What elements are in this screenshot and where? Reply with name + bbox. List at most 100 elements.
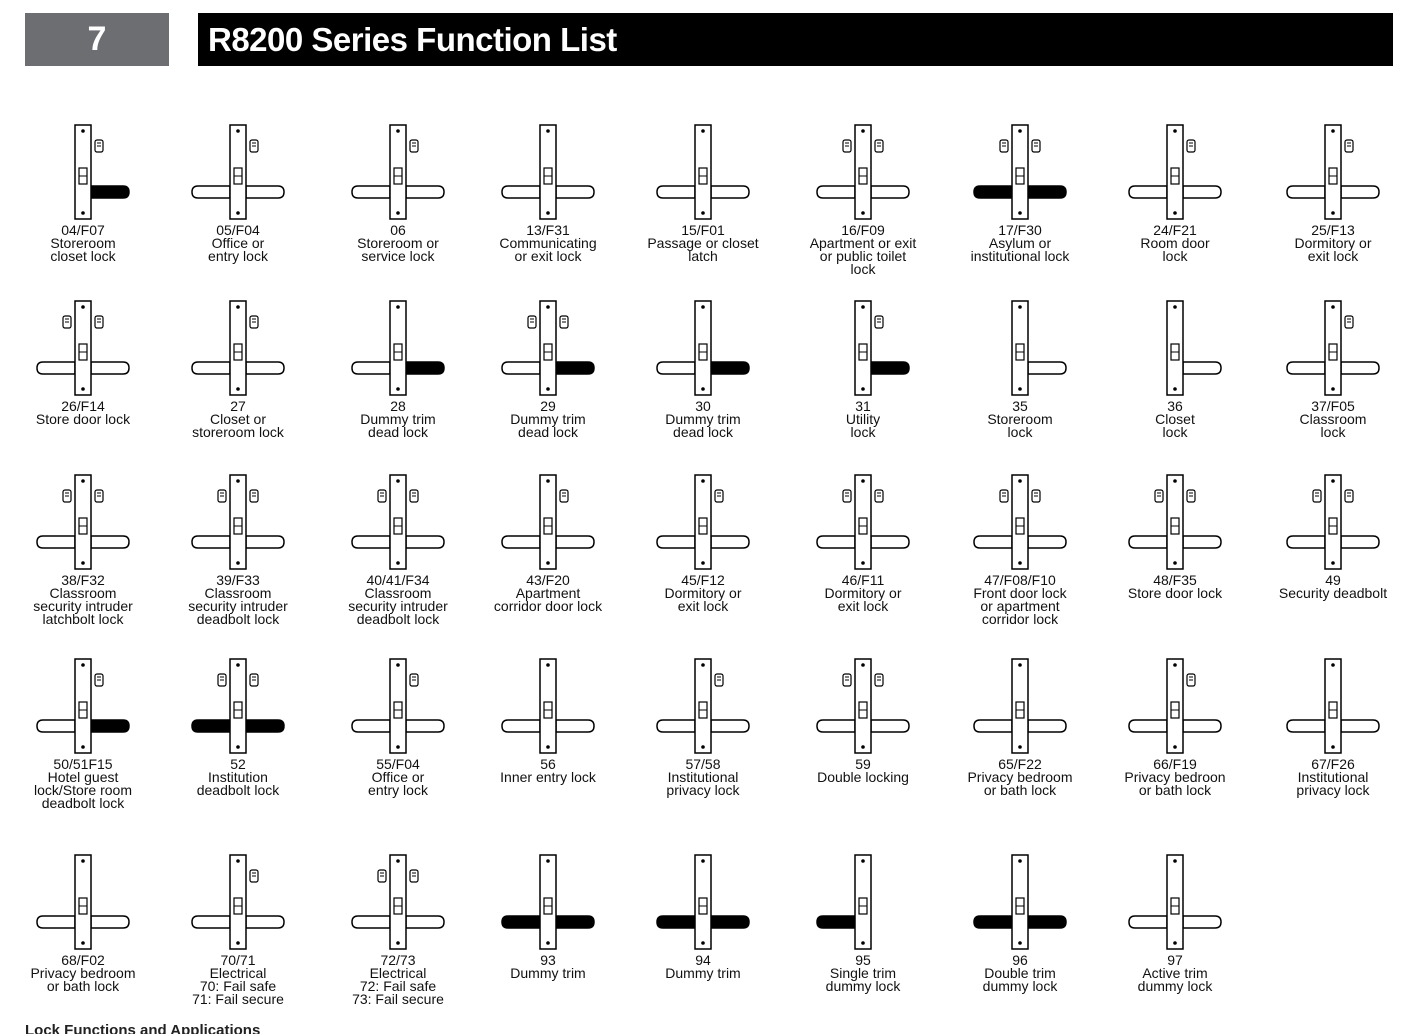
lock-diagram-icon — [973, 854, 1067, 950]
lever-left-icon — [1286, 185, 1326, 199]
lever-left-icon — [501, 535, 541, 549]
function-description: Classroom security intruder latchbolt lo… — [33, 585, 133, 627]
function-description: Institution deadbolt lock — [196, 769, 280, 798]
lever-left-icon — [36, 719, 76, 733]
function-code: 24/F21 — [1153, 224, 1197, 238]
lever-right-icon — [555, 719, 595, 733]
function-code: 52 — [230, 758, 246, 772]
lock-diagram-icon — [816, 658, 910, 754]
page-title: R8200 Series Function List — [198, 13, 1393, 66]
function-description: Institutional privacy lock — [666, 769, 740, 798]
lever-right-icon — [245, 185, 285, 199]
lever-left-icon — [973, 185, 1013, 199]
lever-left-icon — [36, 915, 76, 929]
function-code: 26/F14 — [61, 400, 105, 414]
lock-diagram-icon — [816, 854, 872, 950]
function-code: 38/F32 — [61, 574, 105, 588]
function-code: 68/F02 — [61, 954, 105, 968]
lever-right-icon — [710, 361, 750, 375]
function-description: Double locking — [817, 769, 909, 785]
lever-left-icon — [656, 535, 696, 549]
lever-left-icon — [973, 535, 1013, 549]
function-code: 97 — [1167, 954, 1183, 968]
function-description: Institutional privacy lock — [1296, 769, 1370, 798]
lock-diagram-icon — [1166, 300, 1222, 396]
lever-left-icon — [973, 719, 1013, 733]
lever-left-icon — [191, 915, 231, 929]
function-code: 93 — [540, 954, 556, 968]
function-description: Room door lock — [1140, 235, 1210, 264]
lock-diagram-icon — [36, 658, 130, 754]
function-code: 43/F20 — [526, 574, 570, 588]
function-description: Utility lock — [845, 411, 881, 440]
lever-right-icon — [1182, 915, 1222, 929]
lever-right-icon — [555, 185, 595, 199]
lever-right-icon — [1182, 719, 1222, 733]
lock-diagram-icon — [501, 300, 595, 396]
function-code: 27 — [230, 400, 246, 414]
function-code: 16/F09 — [841, 224, 885, 238]
function-description: Privacy bedroon or bath lock — [1124, 769, 1226, 798]
lever-right-icon — [1340, 361, 1380, 375]
lever-left-icon — [351, 535, 391, 549]
function-code: 35 — [1012, 400, 1028, 414]
lever-right-icon — [710, 185, 750, 199]
lever-left-icon — [191, 185, 231, 199]
lock-diagram-icon — [1128, 854, 1222, 950]
lock-diagram-icon — [1286, 658, 1380, 754]
lock-diagram-icon — [351, 124, 445, 220]
lock-diagram-icon — [656, 658, 750, 754]
lever-right-icon — [555, 535, 595, 549]
lever-left-icon — [191, 361, 231, 375]
lever-left-icon — [501, 719, 541, 733]
function-code: 04/F07 — [61, 224, 105, 238]
lock-diagram-icon — [1128, 474, 1222, 570]
lever-right-icon — [870, 185, 910, 199]
lever-left-icon — [656, 719, 696, 733]
function-code: 65/F22 — [998, 758, 1042, 772]
lock-diagram-icon — [973, 124, 1067, 220]
function-code: 39/F33 — [216, 574, 260, 588]
function-description: Store door lock — [1127, 585, 1223, 601]
function-code: 59 — [855, 758, 871, 772]
lever-right-icon — [1182, 185, 1222, 199]
function-description: Dummy trim dead lock — [665, 411, 741, 440]
lever-left-icon — [501, 185, 541, 199]
lock-diagram-icon — [816, 124, 910, 220]
section-number: 7 — [25, 13, 169, 66]
function-description: Communicating or exit lock — [499, 235, 597, 264]
lever-right-icon — [710, 915, 750, 929]
function-description: Classroom lock — [1299, 411, 1367, 440]
lock-diagram-icon — [1286, 124, 1380, 220]
function-description: Office or entry lock — [208, 235, 268, 264]
function-code: 96 — [1012, 954, 1028, 968]
lock-diagram-icon — [36, 474, 130, 570]
function-code: 57/58 — [685, 758, 721, 772]
lock-diagram-icon — [501, 474, 595, 570]
lever-left-icon — [1128, 719, 1168, 733]
function-code: 67/F26 — [1311, 758, 1355, 772]
